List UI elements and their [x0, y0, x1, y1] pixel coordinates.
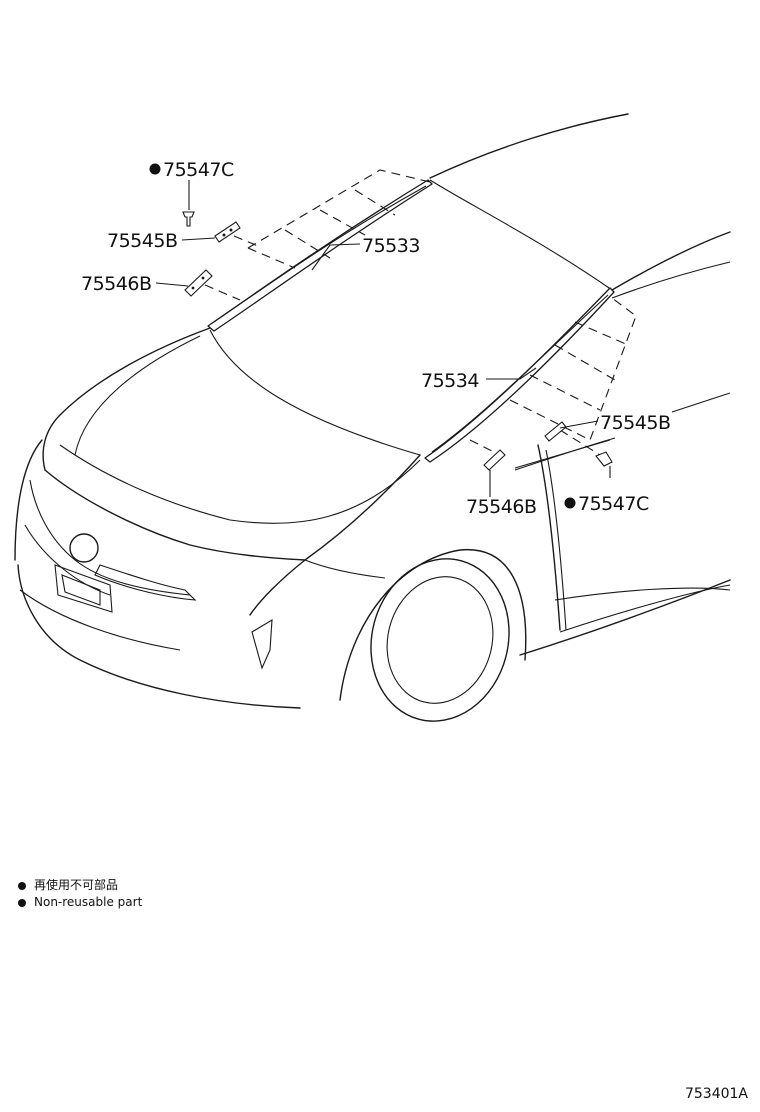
part-label-molding-left: 75533 [362, 235, 420, 257]
car-body-outline [14, 113, 731, 722]
legend-row-jp: 再使用不可部品 [18, 877, 142, 894]
legend-text-en: Non-reusable part [34, 895, 143, 909]
legend: 再使用不可部品 Non-reusable part [18, 877, 142, 911]
bullet-icon [18, 898, 26, 907]
front-wheel [370, 558, 510, 722]
part-label-retainer-left: 75546B [81, 273, 151, 295]
emblem [69, 533, 99, 563]
part-label-clip-right: 75547C [578, 493, 649, 515]
non-reusable-dot-left [149, 163, 161, 175]
part-label-clip-left: 75547C [163, 159, 234, 181]
clip-right-part [595, 451, 613, 467]
legend-row-en: Non-reusable part [18, 894, 142, 911]
part-label-retainer-right: 75546B [466, 496, 536, 518]
leader-lines [155, 180, 731, 497]
bullet-icon [18, 881, 26, 890]
non-reusable-dot-right [564, 497, 576, 509]
retainer-right-part [483, 449, 506, 471]
plate-left-part [214, 221, 241, 243]
molding-left [207, 179, 433, 332]
diagram-code: 753401A [684, 1086, 748, 1102]
part-label-plate-right: 75545B [600, 412, 670, 434]
part-label-plate-left: 75545B [107, 230, 177, 252]
clip-left-part [182, 211, 195, 227]
retainer-left-part [184, 269, 213, 297]
part-label-molding-right: 75534 [421, 370, 479, 392]
molding-right [424, 287, 615, 463]
legend-text-jp: 再使用不可部品 [34, 878, 119, 892]
exploded-view-lines [204, 169, 637, 461]
